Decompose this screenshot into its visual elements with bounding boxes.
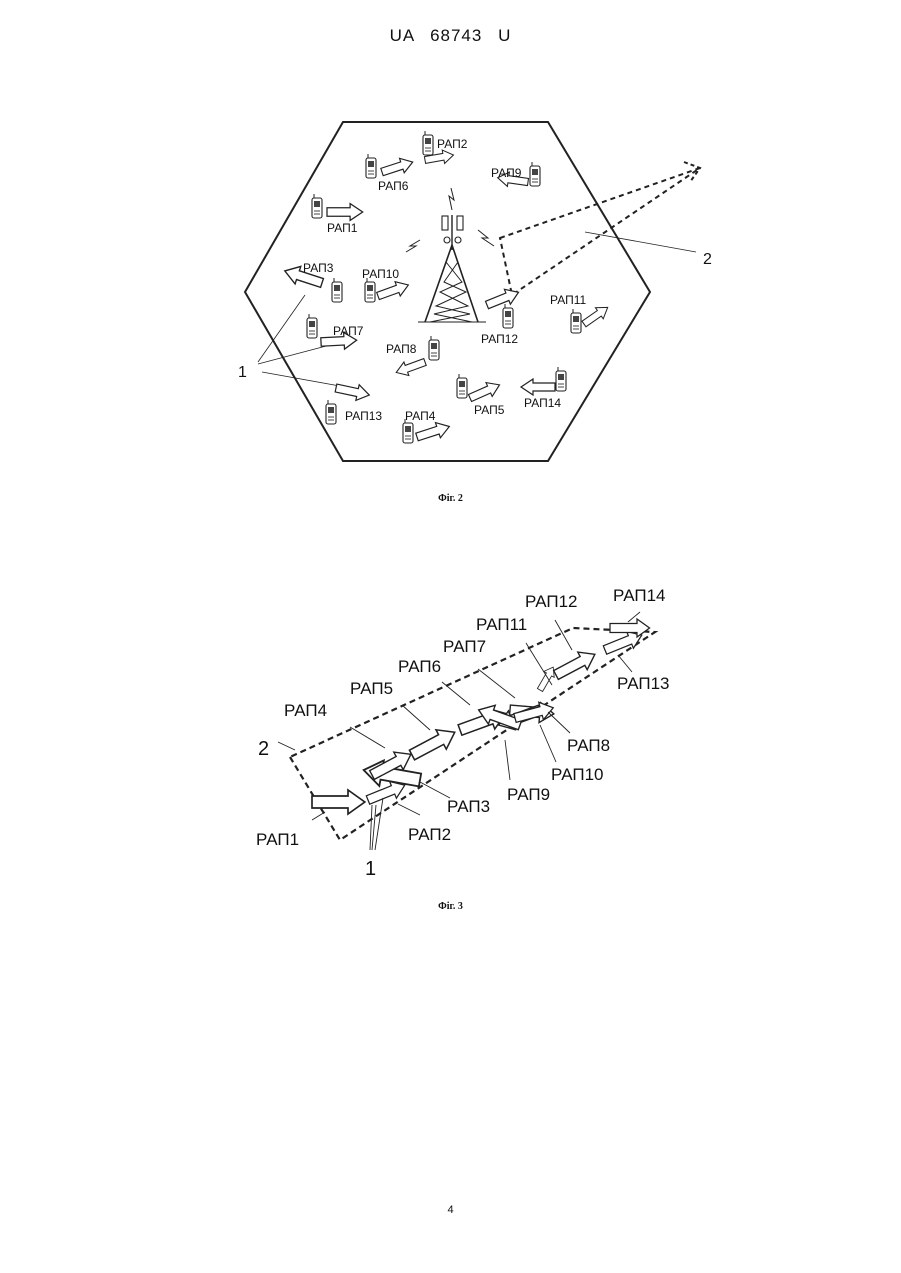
mobile-phone-icon — [556, 367, 566, 391]
mobile-phone-icon — [365, 278, 375, 302]
mobile-phone-icon — [423, 131, 433, 155]
figure-3-caption: Фіг. 3 — [0, 901, 901, 912]
fig3-label-rap8: РАП8 — [567, 736, 610, 755]
mobile-phone-icon — [457, 374, 467, 398]
fig2-label-rap6: РАП6 — [378, 179, 409, 193]
direction-arrow — [375, 278, 411, 303]
mobile-phone-icon — [332, 278, 342, 302]
patent-number: 68743 — [430, 26, 482, 45]
fig2-label-rap5: РАП5 — [474, 403, 505, 417]
fig2-label-rap2: РАП2 — [437, 137, 468, 151]
fig3-label-rap12: РАП12 — [525, 592, 577, 611]
mobile-phone-icon — [530, 162, 540, 186]
callout-2-leader — [585, 232, 696, 252]
direction-arrow — [327, 204, 363, 221]
figure-2-caption: Фіг. 2 — [0, 493, 901, 504]
direction-arrow — [334, 380, 371, 403]
fig2-label-rap10: РАП10 — [362, 267, 399, 281]
chain-arrow-rap5 — [407, 723, 460, 765]
fig3-label-rap13: РАП13 — [617, 674, 669, 693]
terminal-rap6 — [366, 154, 415, 179]
fig2-label-rap14: РАП14 — [524, 396, 561, 410]
patent-header: UA 68743 U — [0, 26, 901, 46]
mobile-phone-icon — [571, 309, 581, 333]
mobile-phone-icon — [307, 314, 317, 338]
figure-3-diagram: РАП14 РАП12 РАП11 РАП7 РАП6 РАП5 РАП13 Р… — [0, 580, 901, 880]
mobile-phone-icon — [326, 400, 336, 424]
mobile-phone-icon — [312, 194, 322, 218]
fig3-label-rap1: РАП1 — [256, 830, 299, 849]
direction-arrow — [394, 355, 428, 379]
fig2-label-rap9: РАП9 — [491, 166, 522, 180]
page-number: 4 — [0, 1204, 901, 1216]
cell-hexagon — [245, 122, 650, 461]
callout-2-label: 2 — [703, 251, 712, 268]
chain-arrow-rap12 — [551, 646, 599, 684]
chain-arrow-rap1 — [312, 790, 365, 814]
fig3-label-rap9: РАП9 — [507, 785, 550, 804]
mobile-phone-icon — [429, 336, 439, 360]
fig3-label-rap14: РАП14 — [613, 586, 665, 605]
fig2-label-rap4: РАП4 — [405, 409, 436, 423]
beam-sector — [500, 168, 700, 295]
fig3-label-rap5: РАП5 — [350, 679, 393, 698]
fig3-callout-1: 1 — [365, 858, 376, 880]
fig2-label-rap8: РАП8 — [386, 342, 417, 356]
terminal-rap1 — [312, 194, 363, 220]
terminal-rap12 — [484, 285, 522, 328]
base-station-tower-icon — [406, 188, 494, 322]
direction-arrow — [521, 379, 555, 395]
fig3-label-rap11: РАП11 — [476, 615, 527, 634]
fig3-label-rap2: РАП2 — [408, 825, 451, 844]
fig3-callout-2: 2 — [258, 738, 269, 760]
patent-kind: U — [498, 26, 511, 45]
fig3-label-rap6: РАП6 — [398, 657, 441, 676]
mobile-phone-icon — [503, 304, 513, 328]
fig2-label-rap3: РАП3 — [303, 261, 334, 275]
fig3-label-rap7: РАП7 — [443, 637, 486, 656]
mobile-phone-icon — [366, 154, 376, 178]
fig3-label-rap4: РАП4 — [284, 701, 327, 720]
fig3-label-rap3: РАП3 — [447, 797, 490, 816]
fig2-label-rap1: РАП1 — [327, 221, 358, 235]
fig2-label-rap12: РАП12 — [481, 332, 518, 346]
callout-1-leader-b — [258, 345, 330, 364]
callout-1-label: 1 — [238, 364, 247, 381]
fig3-label-rap10: РАП10 — [551, 765, 603, 784]
figure-2-diagram: 2 1 — [0, 100, 901, 480]
terminal-rap10 — [365, 278, 411, 303]
direction-arrow — [467, 378, 503, 405]
patent-country: UA — [390, 26, 415, 45]
direction-arrow — [380, 155, 415, 179]
direction-arrow — [484, 285, 522, 313]
fig2-label-rap7: РАП7 — [333, 324, 364, 338]
fig2-label-rap11: РАП11 — [550, 293, 586, 307]
terminal-rap14 — [521, 367, 566, 395]
chain-arrow-rap11 — [535, 664, 559, 693]
terminal-rap5 — [457, 374, 503, 405]
fig2-label-rap13: РАП13 — [345, 409, 382, 423]
